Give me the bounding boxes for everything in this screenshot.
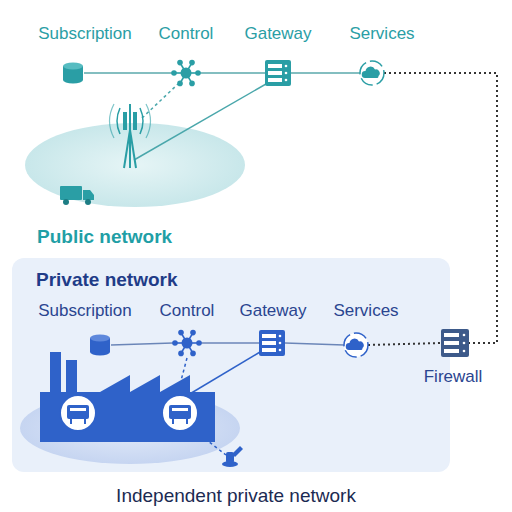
network-function: Subscription xyxy=(89,334,111,356)
network-function: Firewall xyxy=(441,329,469,357)
network-link xyxy=(201,342,259,344)
dotted-link xyxy=(384,73,497,343)
network-link xyxy=(285,343,344,345)
cloud-icon xyxy=(360,61,384,85)
backhaul-link xyxy=(134,84,266,160)
backhaul-link xyxy=(188,352,260,395)
database-icon xyxy=(63,63,83,84)
device-link xyxy=(186,424,226,455)
network-link xyxy=(111,343,173,345)
network-function: Gateway xyxy=(265,60,291,86)
database-icon xyxy=(90,335,110,356)
area-label: Public network xyxy=(37,226,172,248)
radio-link xyxy=(142,84,178,118)
truck-icon xyxy=(60,186,94,205)
server-icon xyxy=(265,60,291,86)
coverage-area xyxy=(25,123,245,207)
dotted-link xyxy=(368,343,441,345)
network-link xyxy=(291,72,360,74)
robot-icon xyxy=(222,446,243,467)
node-label: Firewall xyxy=(424,367,483,387)
panel-title: Private network xyxy=(36,269,178,291)
caption: Independent private network xyxy=(0,485,472,507)
network-function: Subscription xyxy=(62,62,84,84)
cloud-icon xyxy=(344,333,368,357)
node-label: Control xyxy=(159,24,214,44)
radio-link xyxy=(178,358,187,392)
node-label: Subscription xyxy=(38,301,132,321)
coverage-area xyxy=(20,392,240,464)
network-function: Services xyxy=(360,61,384,85)
node-label: Subscription xyxy=(38,24,132,44)
factory-icon xyxy=(40,352,215,442)
node-label: Services xyxy=(333,301,398,321)
firewall-icon xyxy=(441,329,469,357)
node-label: Gateway xyxy=(239,301,306,321)
node-label: Services xyxy=(349,24,414,44)
node-label: Control xyxy=(160,301,215,321)
network-function: Gateway xyxy=(259,330,285,356)
network-link xyxy=(200,72,265,74)
network-link xyxy=(84,72,172,74)
node-label: Gateway xyxy=(244,24,311,44)
cell-tower xyxy=(110,104,151,168)
network-function: Control xyxy=(173,329,201,357)
network-function: Control xyxy=(172,59,200,87)
network-function: Services xyxy=(344,333,368,357)
hub-icon xyxy=(172,330,202,356)
network-panel: Private networkSubscriptionControlGatewa… xyxy=(12,258,450,472)
hub-icon xyxy=(171,60,201,86)
server-icon xyxy=(259,330,285,356)
